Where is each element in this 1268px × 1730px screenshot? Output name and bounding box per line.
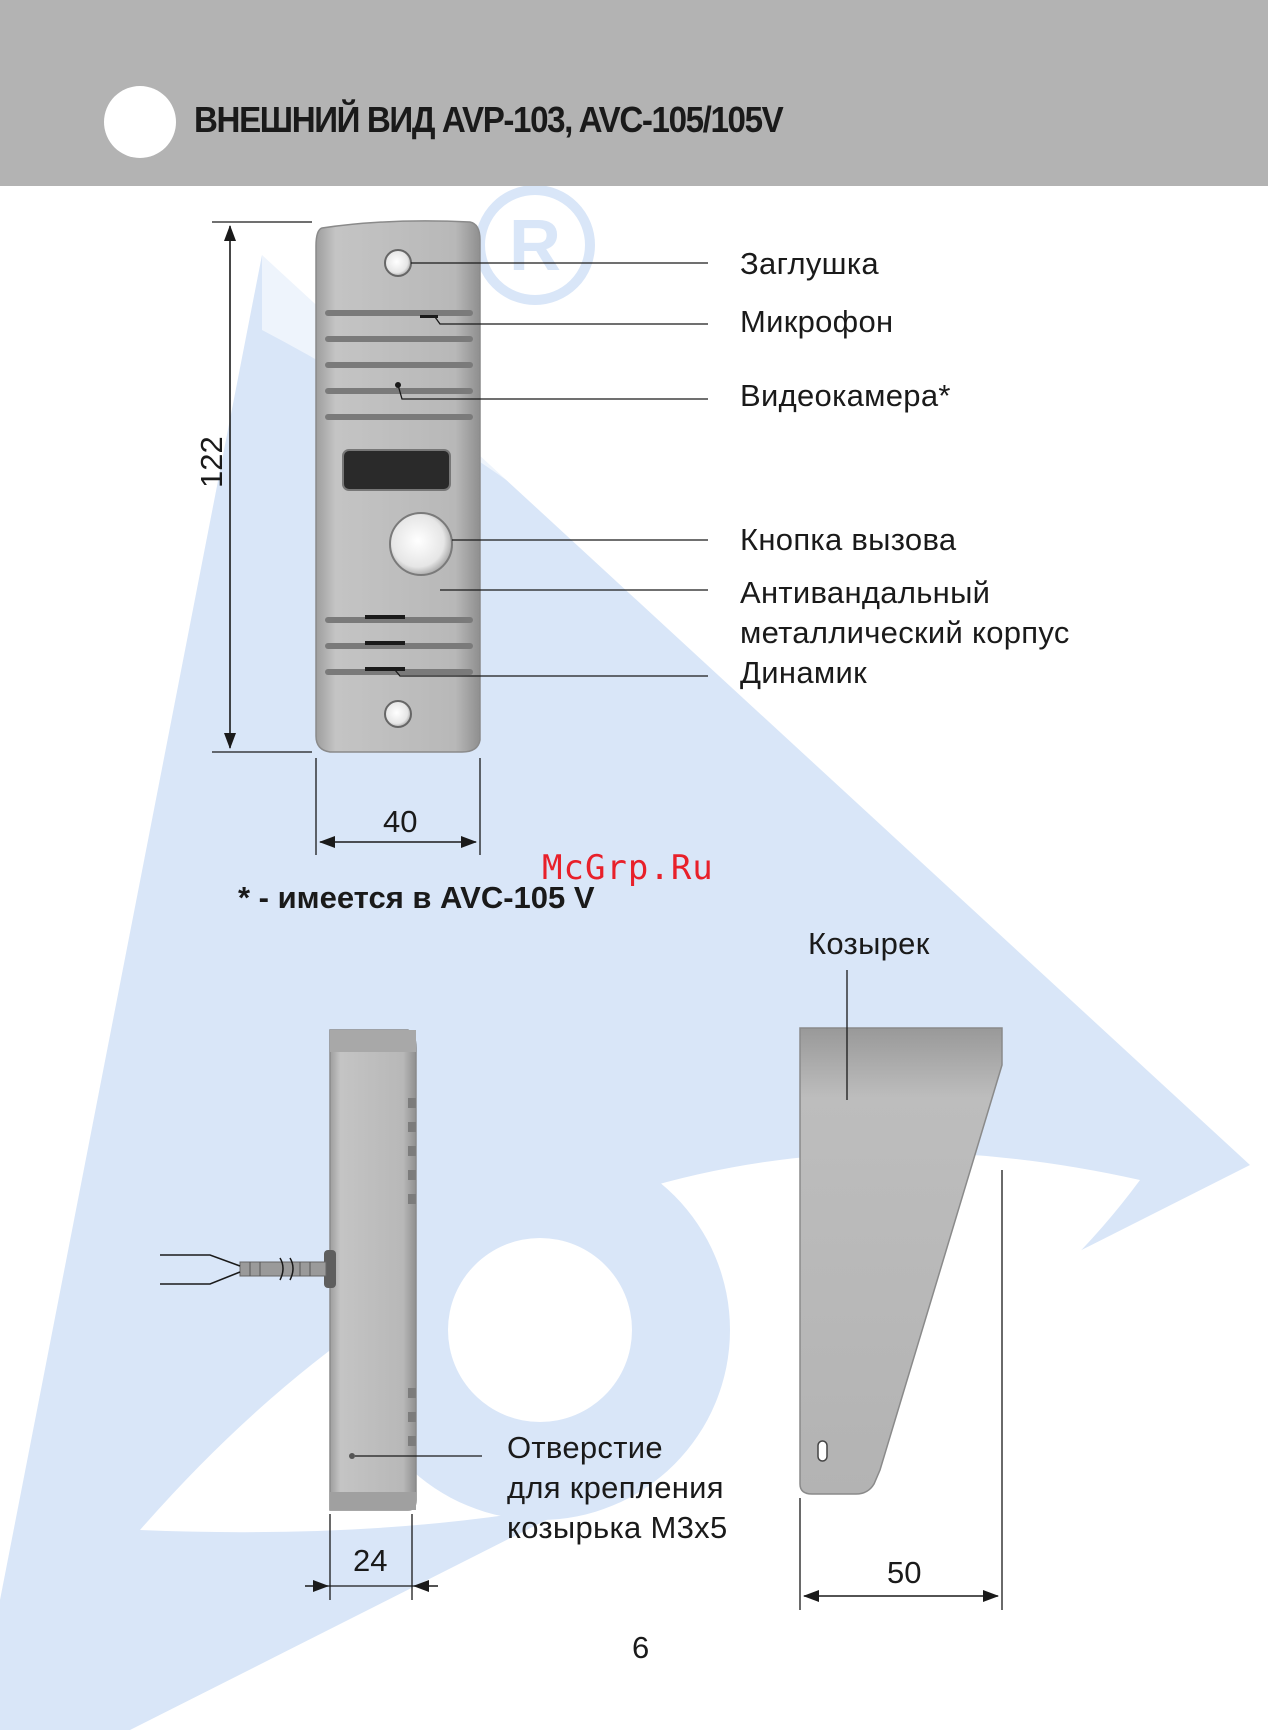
label-mount-hole-line3: козырька М3х5 (507, 1508, 728, 1548)
label-call-button: Кнопка вызова (740, 520, 956, 560)
label-camera: Видеокамера* (740, 376, 951, 416)
label-speaker: Динамик (740, 653, 867, 693)
label-visor: Козырек (808, 924, 930, 964)
label-housing-line2: металлический корпус (740, 613, 1070, 653)
front-panel (316, 221, 480, 752)
dimension-height: 122 (194, 436, 230, 488)
dimension-visor-depth: 50 (887, 1555, 921, 1591)
visor (800, 1028, 1002, 1494)
page-number: 6 (632, 1630, 649, 1666)
dimension-side-depth: 24 (353, 1543, 387, 1579)
label-housing-line1: Антивандальный (740, 573, 990, 613)
label-microphone: Микрофон (740, 302, 893, 342)
label-plug: Заглушка (740, 244, 879, 284)
watermark-text: McGrp.Ru (542, 848, 714, 888)
label-mount-hole-line2: для крепления (507, 1468, 724, 1508)
side-panel (160, 1030, 416, 1510)
dimension-width: 40 (383, 804, 417, 840)
label-mount-hole-line1: Отверстие (507, 1428, 663, 1468)
